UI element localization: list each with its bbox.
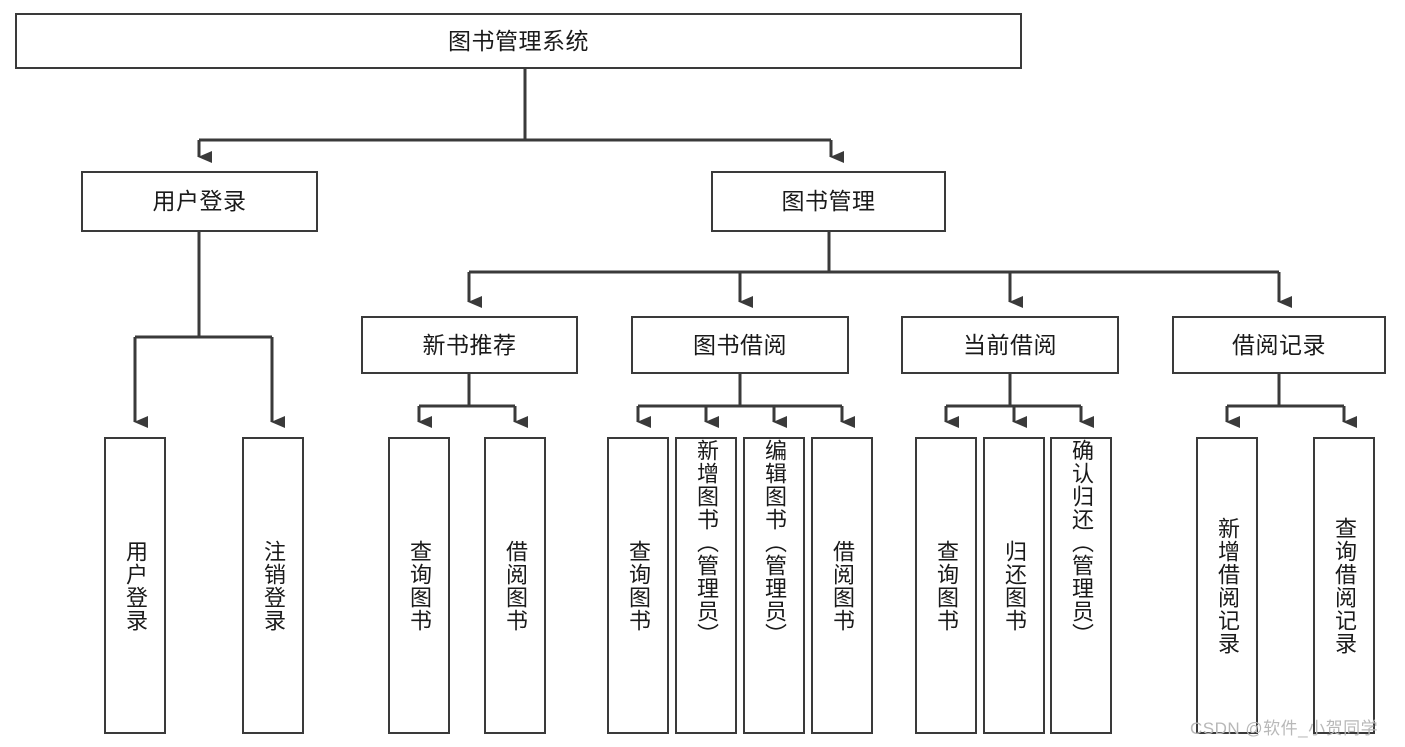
node-new-book-recommend[interactable]: 新书推荐 xyxy=(361,316,578,374)
node-label: 用户登录 xyxy=(122,539,148,632)
node-leaf-logout[interactable]: 注销登录 xyxy=(242,437,304,734)
node-book-borrow[interactable]: 图书借阅 xyxy=(631,316,849,374)
node-label: 查询图书 xyxy=(406,539,432,632)
node-leaf-query-borrow-record[interactable]: 查询借阅记录 xyxy=(1313,437,1375,734)
node-label: 确认归还（管理员） xyxy=(1068,439,1094,646)
node-label: 借阅图书 xyxy=(829,539,855,632)
node-leaf-query-book-recommend[interactable]: 查询图书 xyxy=(388,437,450,734)
node-root[interactable]: 图书管理系统 xyxy=(15,13,1022,69)
node-leaf-add-borrow-record[interactable]: 新增借阅记录 xyxy=(1196,437,1258,734)
node-label: 查询图书 xyxy=(625,539,651,632)
node-leaf-return-book[interactable]: 归还图书 xyxy=(983,437,1045,734)
node-leaf-query-book-current[interactable]: 查询图书 xyxy=(915,437,977,734)
node-label: 图书借阅 xyxy=(693,331,787,358)
node-label: 归还图书 xyxy=(1001,539,1027,632)
node-label: 查询图书 xyxy=(933,539,959,632)
node-leaf-query-book-borrow[interactable]: 查询图书 xyxy=(607,437,669,734)
node-leaf-confirm-return-admin[interactable]: 确认归还（管理员） xyxy=(1050,437,1112,734)
csdn-watermark: CSDN @软件_小贺同学 xyxy=(1190,719,1379,738)
node-borrow-record[interactable]: 借阅记录 xyxy=(1172,316,1386,374)
node-leaf-user-login[interactable]: 用户登录 xyxy=(104,437,166,734)
node-leaf-borrow-book[interactable]: 借阅图书 xyxy=(811,437,873,734)
node-label: 图书管理 xyxy=(781,188,876,215)
node-leaf-edit-book-admin[interactable]: 编辑图书（管理员） xyxy=(743,437,805,734)
node-label: 用户登录 xyxy=(152,188,247,215)
node-label: 图书管理系统 xyxy=(448,27,589,54)
node-leaf-add-book-admin[interactable]: 新增图书（管理员） xyxy=(675,437,737,734)
node-label: 注销登录 xyxy=(260,539,286,632)
node-label: 查询借阅记录 xyxy=(1331,516,1357,655)
node-user-login[interactable]: 用户登录 xyxy=(81,171,318,232)
node-leaf-borrow-book-recommend[interactable]: 借阅图书 xyxy=(484,437,546,734)
node-label: 编辑图书（管理员） xyxy=(761,439,787,646)
node-label: 新增图书（管理员） xyxy=(693,439,719,646)
node-label: 新增借阅记录 xyxy=(1214,516,1240,655)
node-book-manage[interactable]: 图书管理 xyxy=(711,171,946,232)
node-label: 借阅记录 xyxy=(1232,331,1326,358)
node-label: 当前借阅 xyxy=(963,331,1057,358)
node-label: 新书推荐 xyxy=(422,331,517,358)
node-label: 借阅图书 xyxy=(502,539,528,632)
node-current-borrow[interactable]: 当前借阅 xyxy=(901,316,1119,374)
